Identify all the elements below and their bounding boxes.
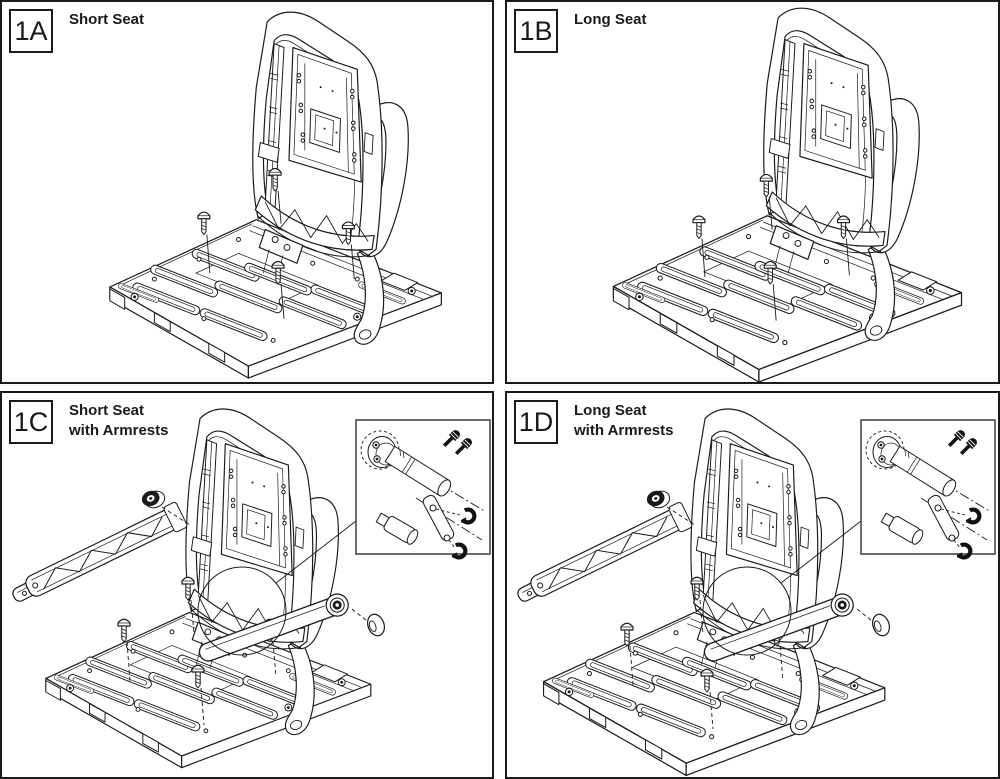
washer-leader-line xyxy=(161,506,191,526)
panel-caption: Short Seat xyxy=(69,11,145,28)
panel-1a: 1A Short Seat xyxy=(0,0,494,384)
figure-label-1c: 1C xyxy=(9,400,53,444)
seat-assembly xyxy=(46,408,371,768)
screw-leader-line xyxy=(768,196,773,230)
screw-leader-line xyxy=(277,190,282,224)
mounting-screw xyxy=(117,618,131,643)
screw-leader-line xyxy=(772,283,777,321)
seat-assembly-drawing-1b xyxy=(507,7,998,382)
panel-caption: Long Seat xyxy=(574,11,647,28)
panel-caption: Long Seat with Armrests xyxy=(574,402,674,439)
detail-leader-line xyxy=(780,520,862,584)
figure-label-text: 1B xyxy=(519,15,553,46)
figure-label-1b: 1B xyxy=(514,9,558,53)
figure-label-1d: 1D xyxy=(514,400,558,444)
detail-circle xyxy=(702,566,792,656)
seat-assembly-drawing-1d xyxy=(515,408,996,777)
screw-leader-line xyxy=(350,244,355,280)
panel-1b: 1B Long Seat xyxy=(505,0,1000,384)
screw-leader-line xyxy=(190,599,195,634)
seat-assembly xyxy=(544,408,885,775)
screw-leader-line xyxy=(200,687,205,726)
pivot-cap xyxy=(869,611,893,639)
screw-leader-line xyxy=(280,283,285,319)
panel-caption: Short Seat with Armrests xyxy=(69,402,169,439)
panel-1c: 1C Short Seat with Armrests xyxy=(0,391,494,779)
figure-label-text: 1D xyxy=(518,406,554,437)
mounting-screw xyxy=(692,215,706,240)
armrest-truss-rail xyxy=(21,500,189,603)
screw-leader-line xyxy=(709,691,714,730)
detail-inset-box xyxy=(860,419,996,558)
seat-assembly-drawing-1c xyxy=(10,408,491,777)
pivot-cap xyxy=(364,611,388,639)
washer-leader-line xyxy=(666,506,696,526)
figure-label-1a: 1A xyxy=(9,9,53,53)
armrest-truss-rail xyxy=(526,500,694,603)
cap-leader-line xyxy=(856,608,873,622)
screw-leader-line xyxy=(845,238,850,276)
detail-inset-box xyxy=(355,419,491,558)
detail-leader-line xyxy=(275,520,357,584)
panel-1d: 1D Long Seat with Armrests xyxy=(505,391,1000,779)
detail-circle xyxy=(197,566,287,656)
figure-label-text: 1A xyxy=(14,15,48,46)
screw-leader-line xyxy=(779,645,784,682)
screw-leader-line xyxy=(701,238,706,278)
screw-leader-line xyxy=(699,599,704,634)
cap-leader-line xyxy=(351,608,368,622)
seat-assembly-drawing-1a xyxy=(2,11,492,382)
screw-leader-line xyxy=(272,641,277,678)
mounting-screw xyxy=(197,211,211,236)
figure-label-text: 1C xyxy=(13,406,49,437)
screw-leader-line xyxy=(206,234,211,274)
